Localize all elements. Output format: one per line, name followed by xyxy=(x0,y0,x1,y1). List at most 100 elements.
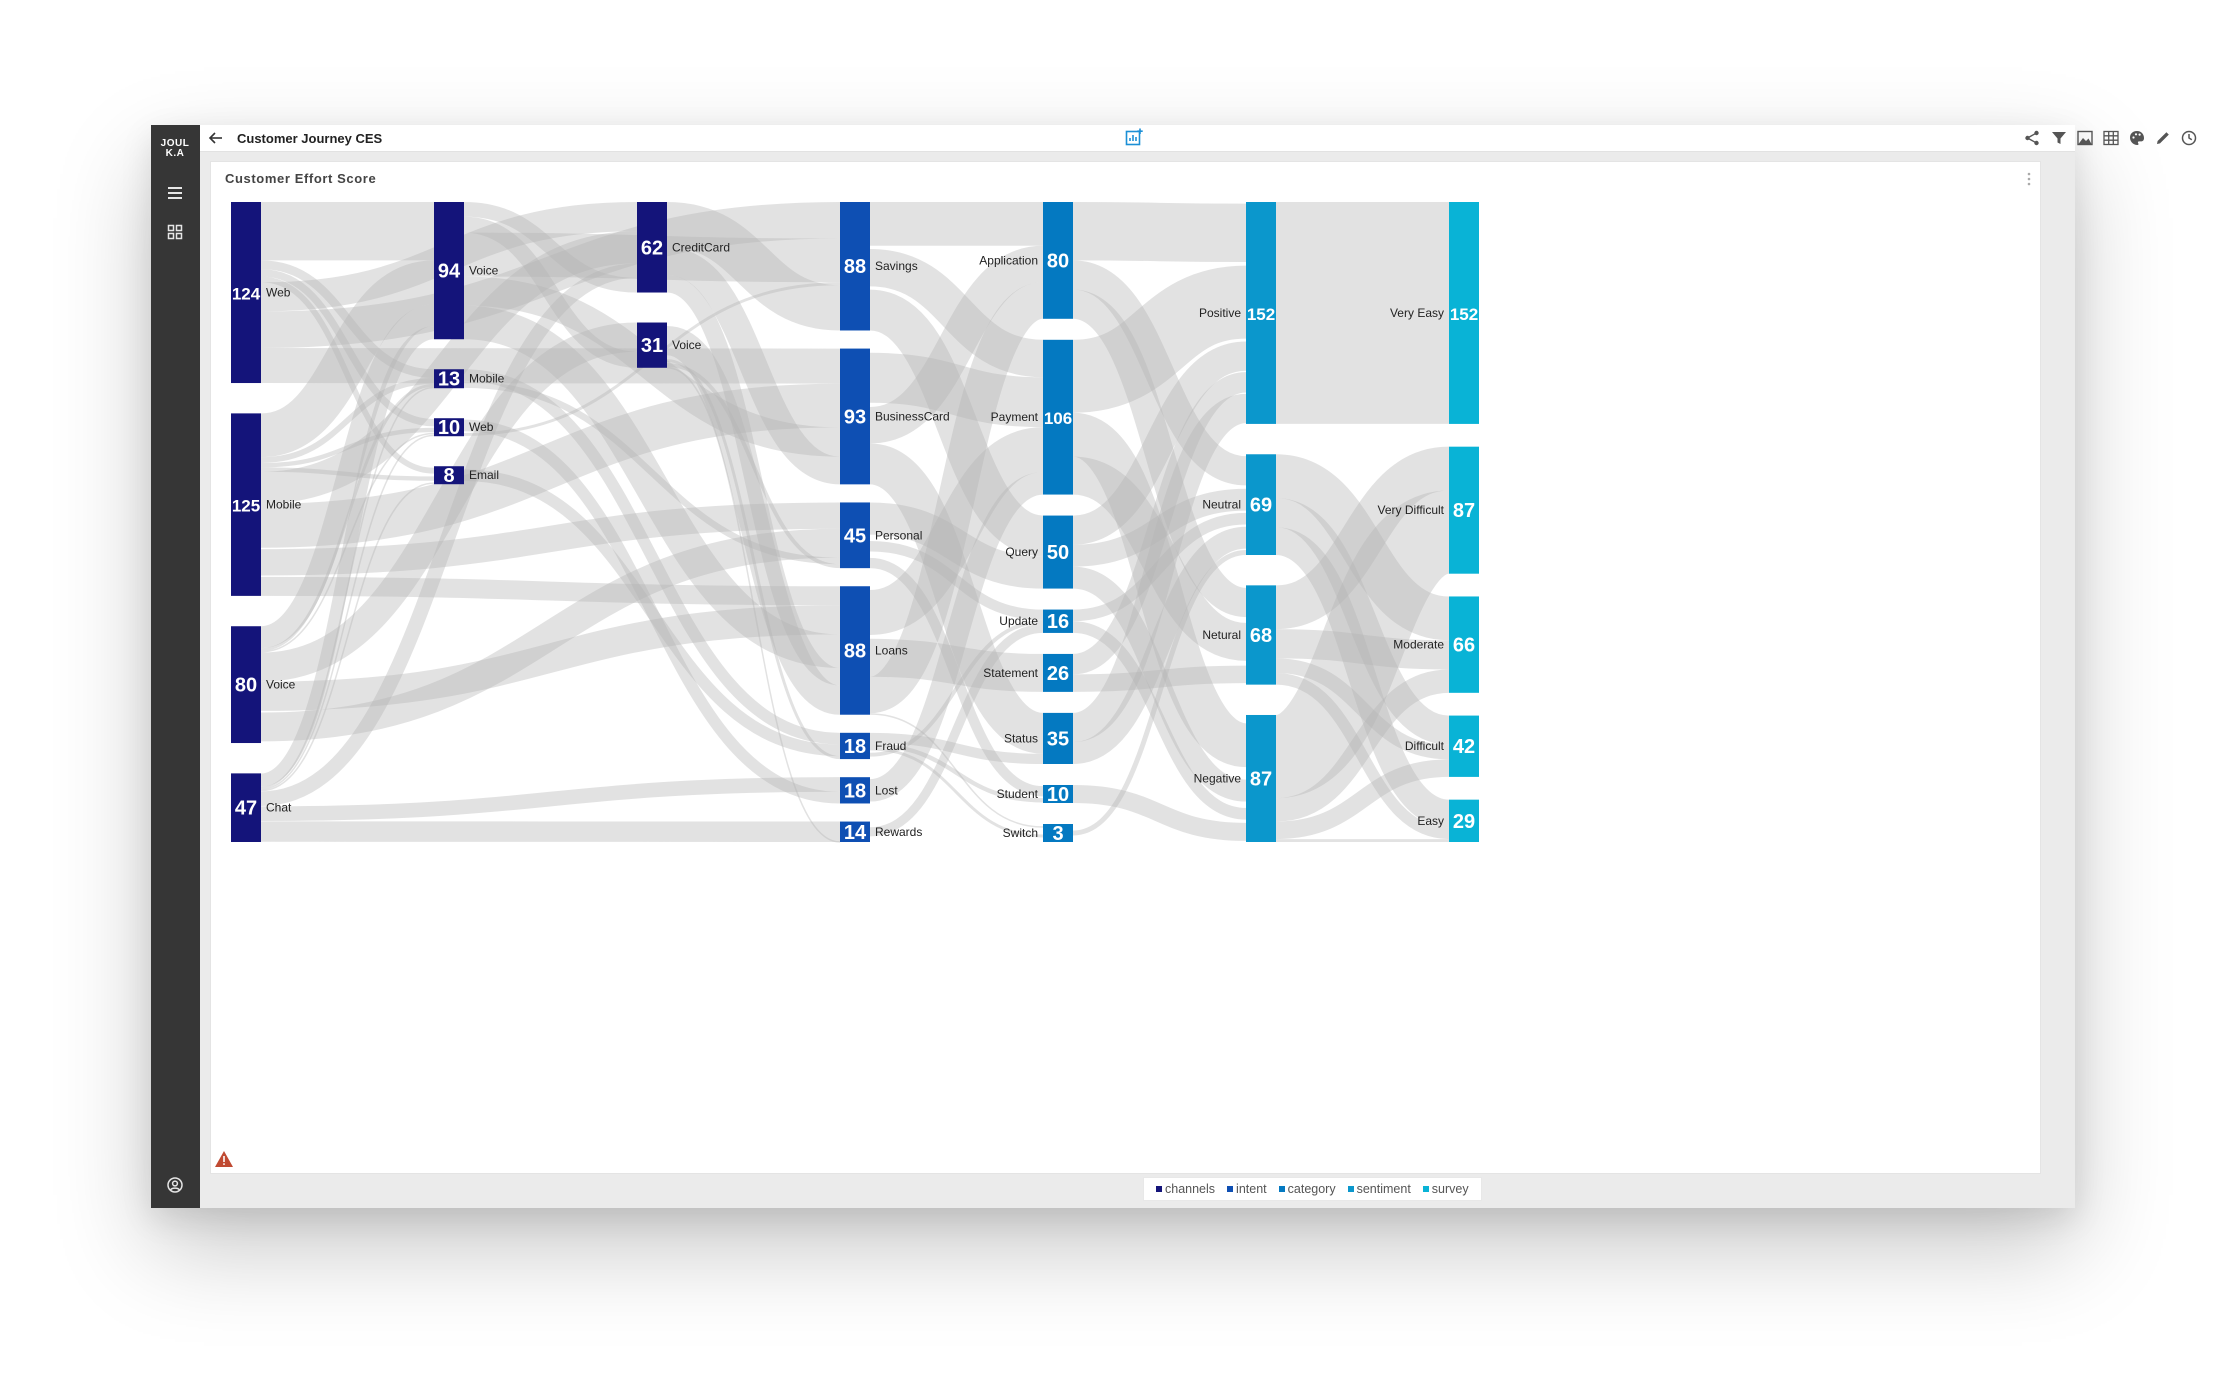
sankey-link[interactable] xyxy=(259,326,436,787)
sankey-link[interactable] xyxy=(664,326,843,715)
sankey-link[interactable] xyxy=(1072,550,1247,836)
sankey-node-bar[interactable] xyxy=(1043,202,1073,319)
hamburger-menu-icon[interactable] xyxy=(165,183,185,203)
sankey-node-bar[interactable] xyxy=(840,586,870,715)
sankey-link[interactable] xyxy=(1270,490,1455,799)
sankey-link[interactable] xyxy=(666,363,841,569)
sankey-node-bar[interactable] xyxy=(1043,784,1073,803)
clock-icon[interactable] xyxy=(2180,129,2198,147)
sankey-node-bar[interactable] xyxy=(1449,446,1479,574)
share-icon[interactable] xyxy=(2023,129,2041,147)
sankey-link[interactable] xyxy=(1072,665,1247,692)
warning-icon[interactable] xyxy=(214,1150,234,1168)
sankey-link[interactable] xyxy=(869,732,1044,764)
image-icon[interactable] xyxy=(2076,129,2094,147)
sankey-node-bar[interactable] xyxy=(1246,454,1276,556)
sankey-link[interactable] xyxy=(260,269,435,427)
sankey-node-bar[interactable] xyxy=(840,732,870,760)
sankey-link[interactable] xyxy=(260,777,841,821)
sankey-node-bar[interactable] xyxy=(637,322,667,368)
sankey-link[interactable] xyxy=(866,282,1047,714)
sankey-node-bar[interactable] xyxy=(231,773,261,842)
sankey-link[interactable] xyxy=(1072,512,1247,622)
sankey-link[interactable] xyxy=(1274,527,1451,828)
sankey-link[interactable] xyxy=(260,276,435,474)
sankey-link[interactable] xyxy=(867,443,1046,754)
sankey-node-bar[interactable] xyxy=(1043,653,1073,692)
sankey-node-bar[interactable] xyxy=(1246,585,1276,685)
sankey-link[interactable] xyxy=(1071,456,1248,661)
sankey-node-bar[interactable] xyxy=(434,369,464,389)
sankey-node-bar[interactable] xyxy=(231,413,261,596)
sankey-node-bar[interactable] xyxy=(231,202,261,384)
dashboard-grid-icon[interactable] xyxy=(165,222,185,242)
sankey-node-bar[interactable] xyxy=(840,202,870,331)
pencil-icon[interactable] xyxy=(2154,129,2172,147)
legend-item-survey[interactable]: survey xyxy=(1422,1182,1469,1196)
more-options-icon[interactable] xyxy=(2026,170,2032,188)
sankey-link[interactable] xyxy=(260,383,841,548)
sankey-link[interactable] xyxy=(869,623,1044,837)
sankey-link[interactable] xyxy=(260,528,841,742)
sankey-link[interactable] xyxy=(1070,289,1249,618)
sankey-link[interactable] xyxy=(1072,621,1247,820)
sankey-link[interactable] xyxy=(260,482,435,792)
sankey-link[interactable] xyxy=(665,202,842,331)
sankey-link[interactable] xyxy=(463,305,841,668)
sankey-link[interactable] xyxy=(259,260,436,458)
sankey-node-bar[interactable] xyxy=(1043,609,1073,633)
sankey-link[interactable] xyxy=(869,248,1044,378)
sankey-node-bar[interactable] xyxy=(1449,715,1479,777)
sankey-link[interactable] xyxy=(1071,526,1248,764)
sankey-link[interactable] xyxy=(1071,566,1248,802)
sankey-link[interactable] xyxy=(463,469,841,757)
sankey-link[interactable] xyxy=(1072,488,1247,567)
sankey-node-bar[interactable] xyxy=(1449,202,1479,424)
sankey-link[interactable] xyxy=(666,359,841,760)
table-icon[interactable] xyxy=(2102,129,2120,147)
sankey-node-bar[interactable] xyxy=(1449,596,1479,693)
sankey-link[interactable] xyxy=(260,231,638,504)
sankey-link[interactable] xyxy=(1275,759,1450,840)
sankey-link[interactable] xyxy=(463,202,638,293)
sankey-link[interactable] xyxy=(260,434,435,790)
sankey-node-bar[interactable] xyxy=(637,202,667,293)
sankey-node-bar[interactable] xyxy=(840,777,870,804)
back-arrow-icon[interactable] xyxy=(207,130,225,146)
sankey-link[interactable] xyxy=(1275,669,1450,822)
sankey-link[interactable] xyxy=(1070,393,1249,743)
sankey-link[interactable] xyxy=(463,419,841,804)
sankey-link[interactable] xyxy=(260,432,435,653)
sankey-link[interactable] xyxy=(665,275,842,686)
sankey-node-bar[interactable] xyxy=(434,202,464,340)
sankey-link[interactable] xyxy=(869,743,1044,803)
sankey-link[interactable] xyxy=(869,747,1044,838)
sankey-link[interactable] xyxy=(260,322,638,682)
sankey-link[interactable] xyxy=(1275,629,1450,670)
sankey-link[interactable] xyxy=(869,638,1044,692)
add-chart-icon[interactable] xyxy=(1124,127,1144,147)
sankey-link[interactable] xyxy=(1071,265,1248,413)
legend-item-category[interactable]: category xyxy=(1278,1182,1336,1196)
sankey-link[interactable] xyxy=(665,247,842,485)
palette-icon[interactable] xyxy=(2128,129,2146,147)
sankey-node-bar[interactable] xyxy=(840,502,870,569)
